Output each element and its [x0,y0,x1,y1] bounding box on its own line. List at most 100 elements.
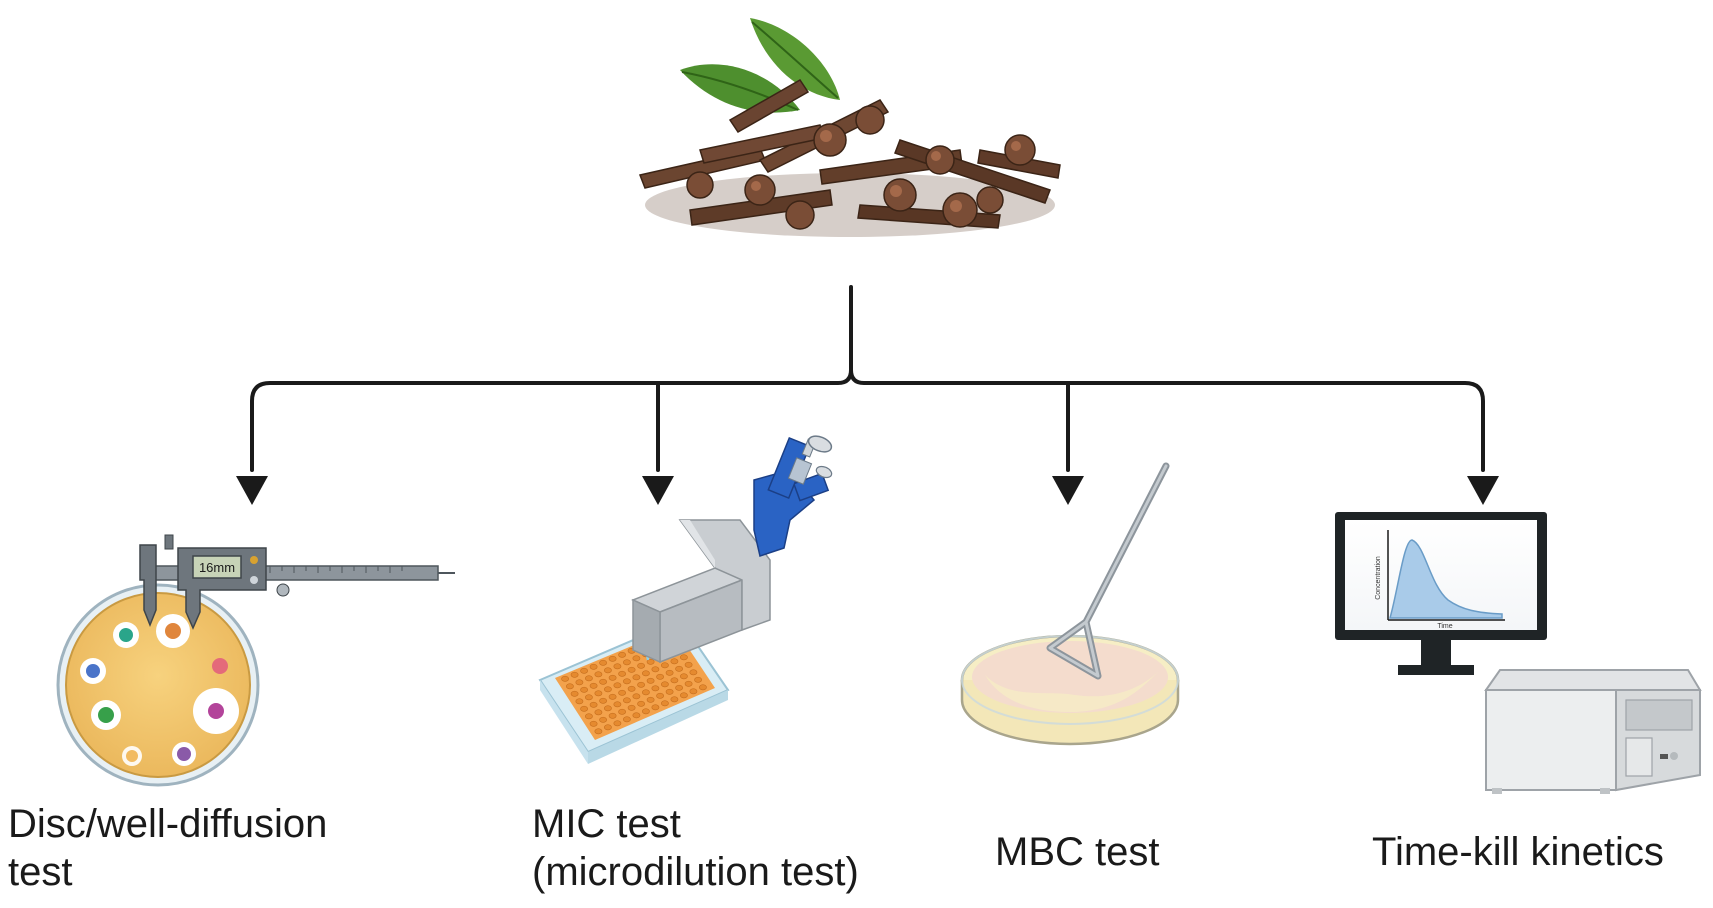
plate-well [699,684,707,691]
monitor-icon: Concentration Time [1335,512,1547,675]
arrowhead-disc [236,476,268,505]
plate-well [613,720,622,727]
plate-well [623,697,631,704]
label-mbc-test: MBC test [995,828,1159,876]
plate-well [680,692,688,699]
plate-well [670,658,679,665]
plate-well [656,673,664,680]
plate-well [618,708,626,715]
branch-line-right [849,368,1485,472]
plate-well [604,686,612,693]
spreader-icon [1046,462,1170,680]
plate-well [694,676,702,683]
plate-well [632,655,641,662]
plate-well [627,666,636,673]
plate-well [589,663,598,670]
plate-well [646,677,655,684]
plate-well [684,680,693,687]
plate-well [589,701,598,708]
plate-well [661,662,669,669]
label-disc-line1: Disc/well-diffusion [8,802,328,846]
plate-well [637,662,645,669]
label-disc-line2: test [8,850,73,894]
plate-well [637,681,645,688]
plate-well [608,712,617,719]
plate-well [604,705,612,712]
plate-well [608,674,617,681]
plate-reader-icon [1484,669,1702,794]
plate-well [651,666,660,673]
curve-fill [1389,539,1503,619]
caliper-icon: 16mm [139,534,455,630]
plate-well [661,681,669,688]
label-mic-test: MIC test (microdilution test) [532,800,859,896]
plate-well [689,688,698,695]
clove-icon [638,18,1061,237]
plate-well [613,682,622,689]
connector-tree [250,285,1485,472]
plate-well [632,693,641,700]
plate-well [570,690,579,697]
plate-well [575,698,584,705]
plate-well [627,704,636,711]
plate-well [642,708,650,715]
plate-well [642,689,650,696]
arrowhead-timekill [1467,476,1499,505]
plate-well [594,709,603,716]
plate-well [561,675,569,682]
plate-well [604,724,612,731]
plate-well [623,716,631,723]
plate-well [604,667,612,674]
plate-well [661,700,669,707]
plate-well [580,705,588,712]
plate-well [594,728,603,735]
plate-well [646,658,655,665]
plate-well [575,679,584,686]
plate-well [637,700,645,707]
plate-well [589,682,598,689]
plate-well [632,712,641,719]
label-mbc-line1: MBC test [995,830,1160,874]
plate-well [646,696,655,703]
plate-well [623,678,631,685]
agar-plate-icon [56,583,260,787]
plate-well [608,655,617,662]
plate-well [623,659,631,666]
plate-well [599,716,607,723]
plate-well [594,690,603,697]
plate-well [689,669,698,676]
plate-well [599,678,607,685]
plate-well [675,684,683,691]
label-time-kill: Time-kill kinetics [1372,828,1664,876]
plate-well [665,688,674,695]
plate-well [632,674,641,681]
plot-ylabel: Concentration [1375,556,1382,600]
plate-well [594,671,603,678]
plate-well [627,685,636,692]
plate-well [608,693,617,700]
plate-well [618,670,626,677]
label-mic-line1: MIC test [532,802,681,846]
arrowhead-mic [642,476,674,505]
plate-well [618,689,626,696]
plate-well [680,673,688,680]
plate-well [642,670,650,677]
plate-well [589,720,598,727]
petri-dish-icon [960,634,1180,746]
plate-well [656,692,664,699]
plate-well [675,665,683,672]
plate-well [580,667,588,674]
plate-well [651,704,660,711]
plate-well [651,685,660,692]
plate-well [618,651,626,658]
label-timekill-line1: Time-kill kinetics [1372,830,1664,874]
plate-well [684,661,693,668]
plate-well [670,696,679,703]
plate-well [566,683,574,690]
caliper-display [192,555,242,579]
plate-well [670,677,679,684]
plate-well [680,654,688,661]
plate-well [580,686,588,693]
plot-xlabel: Time [1437,623,1452,630]
